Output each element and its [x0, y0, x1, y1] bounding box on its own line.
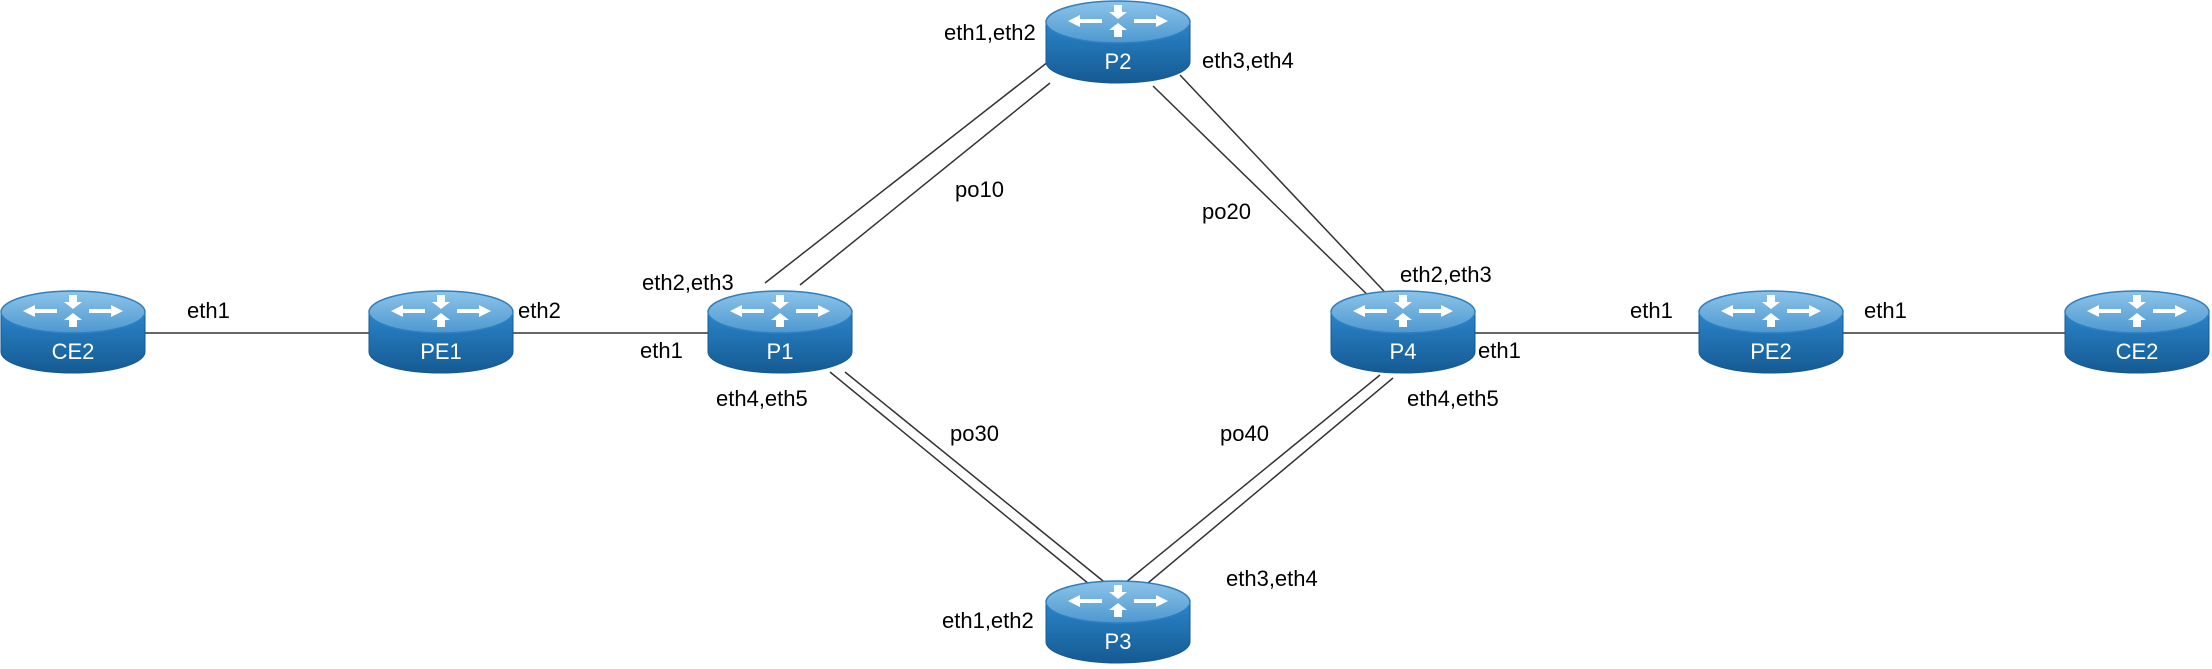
link-po30-b: [844, 371, 1109, 586]
link-po40-b: [1141, 377, 1394, 589]
label-p1-eth4-eth5: eth4,eth5: [716, 386, 808, 411]
router-label: PE2: [1750, 339, 1792, 364]
router-pe1[interactable]: PE1: [368, 290, 514, 374]
label-p3-eth1-eth2: eth1,eth2: [942, 608, 1034, 633]
router-icon: [1721, 295, 1821, 327]
link-po40-a: [1124, 374, 1381, 584]
label-p1-eth2-eth3: eth2,eth3: [642, 270, 734, 295]
label-p4-eth1: eth1: [1478, 338, 1521, 363]
label-pe2-eth1-left: eth1: [1630, 298, 1673, 323]
router-icon: [1353, 295, 1453, 327]
router-p4[interactable]: P4: [1330, 290, 1476, 374]
label-p2-eth1-eth2: eth1,eth2: [944, 20, 1036, 45]
link-po30-a: [829, 371, 1101, 594]
router-icon: [730, 295, 830, 327]
label-p4-eth2-eth3: eth2,eth3: [1400, 262, 1492, 287]
label-ce2-eth1: eth1: [187, 298, 230, 323]
router-ce2-left[interactable]: CE2: [0, 290, 146, 374]
router-icon: [391, 295, 491, 327]
router-label: CE2: [52, 339, 95, 364]
label-po20: po20: [1202, 199, 1251, 224]
interface-labels: eth1 eth2 eth1 eth2,eth3 eth4,eth5 eth1,…: [187, 20, 1907, 633]
router-ce2-right[interactable]: CE2: [2064, 290, 2210, 374]
label-po30: po30: [950, 421, 999, 446]
label-po10: po10: [955, 177, 1004, 202]
link-po20-b: [1152, 85, 1379, 306]
label-p2-eth3-eth4: eth3,eth4: [1202, 48, 1294, 73]
router-icon: [1068, 5, 1168, 37]
link-po20-a: [1179, 74, 1398, 306]
router-p2[interactable]: P2: [1045, 0, 1191, 84]
router-p3[interactable]: P3: [1045, 580, 1191, 664]
links: [145, 57, 2066, 594]
router-p1[interactable]: P1: [707, 290, 853, 374]
router-label: PE1: [420, 339, 462, 364]
label-p1-eth1: eth1: [640, 338, 683, 363]
label-p4-eth4-eth5: eth4,eth5: [1407, 386, 1499, 411]
router-pe2[interactable]: PE2: [1698, 290, 1844, 374]
router-label: P1: [767, 339, 794, 364]
router-icon: [1068, 585, 1168, 617]
link-po10-b: [799, 82, 1051, 286]
router-label: P2: [1105, 49, 1132, 74]
router-label: P4: [1390, 339, 1417, 364]
router-icon: [23, 295, 123, 327]
label-po40: po40: [1220, 421, 1269, 446]
label-p3-eth3-eth4: eth3,eth4: [1226, 566, 1318, 591]
router-icon: [2087, 295, 2187, 327]
label-pe2-eth1-right: eth1: [1864, 298, 1907, 323]
label-pe1-eth2: eth2: [518, 298, 561, 323]
router-label: P3: [1105, 629, 1132, 654]
link-po10-a: [764, 57, 1054, 284]
router-label: CE2: [2116, 339, 2159, 364]
